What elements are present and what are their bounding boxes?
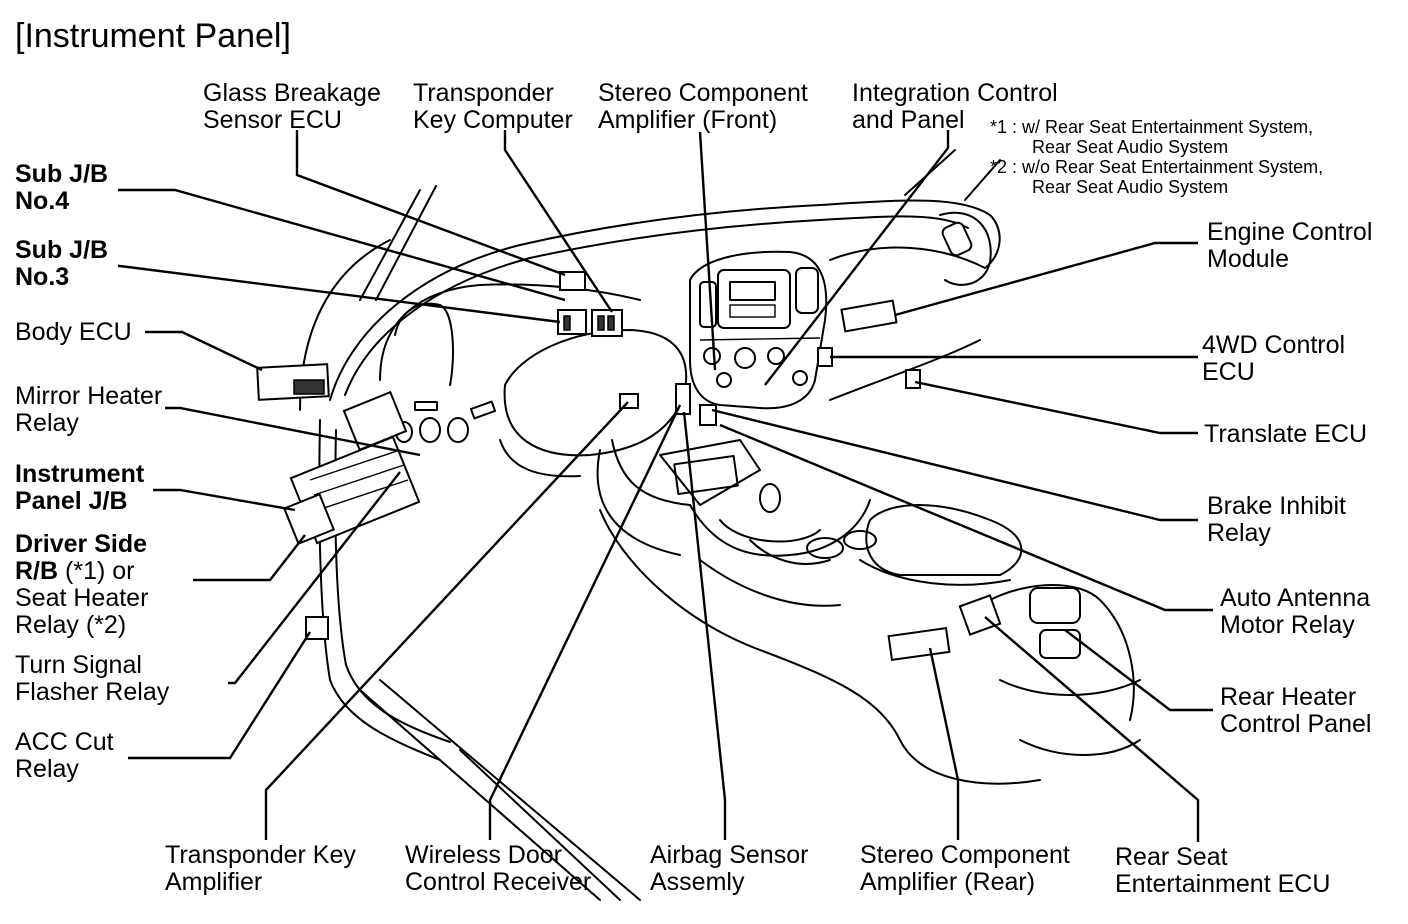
transponder-key-amp-part [619, 393, 639, 409]
label-transponder-key-computer: Transponder Key Computer [413, 79, 573, 134]
label-wireless-door: Wireless Door Control Receiver [405, 841, 591, 896]
label-turn-signal: Turn Signal Flasher Relay [15, 651, 170, 706]
label-body-ecu: Body ECU [15, 318, 132, 346]
brake-inhibit-part [699, 404, 717, 426]
note-2-line1: *2 : w/o Rear Seat Entertainment System, [990, 157, 1323, 177]
acc-cut-relay-part [305, 616, 329, 640]
label-airbag-sensor: Airbag Sensor Assemly [650, 841, 815, 896]
label-brake-inhibit: Brake Inhibit Relay [1207, 492, 1353, 547]
leader-lines [118, 130, 1213, 842]
label-instrument-panel-jb: Instrument Panel J/B [15, 460, 151, 515]
label-stereo-front: Stereo Component Amplifier (Front) [598, 79, 815, 134]
label-sub-jb4: Sub J/B No.4 [15, 160, 115, 215]
wd-control-part [817, 347, 833, 367]
footnotes: *1 : w/ Rear Seat Entertainment System, … [990, 117, 1323, 197]
label-rear-seat-ecu: Rear Seat Entertainment ECU [1115, 843, 1330, 898]
label-integration-control: Integration Control and Panel [852, 79, 1065, 134]
instrument-panel-jb-part [282, 390, 421, 546]
note-2-line2: Rear Seat Audio System [1032, 177, 1228, 197]
component-labels: Glass Breakage Sensor ECU Transponder Ke… [15, 79, 1379, 898]
engine-control-part [840, 299, 898, 333]
stereo-rear-part [887, 626, 951, 662]
label-glass-breakage: Glass Breakage Sensor ECU [203, 79, 388, 134]
label-mirror-heater: Mirror Heater Relay [15, 382, 169, 437]
note-1-line1: *1 : w/ Rear Seat Entertainment System, [990, 117, 1313, 137]
label-engine-control: Engine Control Module [1207, 218, 1379, 273]
translate-ecu-part [905, 369, 921, 389]
rear-seat-ecu-part [958, 594, 1002, 636]
label-acc-cut: ACC Cut Relay [15, 728, 121, 783]
label-auto-antenna: Auto Antenna Motor Relay [1220, 584, 1377, 639]
label-transponder-key-amp: Transponder Key Amplifier [165, 841, 363, 896]
sub-jb4-part [557, 309, 587, 335]
label-4wd-control: 4WD Control ECU [1202, 331, 1352, 386]
label-driver-side-rb: Driver Side R/B (*1) or Seat Heater Rela… [15, 530, 155, 639]
glass-breakage-part [559, 271, 586, 291]
diagram-title: [Instrument Panel] [15, 17, 291, 55]
label-sub-jb3: Sub J/B No.3 [15, 236, 115, 291]
transponder-key-computer-part [591, 309, 623, 337]
label-stereo-rear: Stereo Component Amplifier (Rear) [860, 841, 1077, 896]
component-parts [256, 271, 1002, 662]
label-rear-heater: Rear Heater Control Panel [1220, 683, 1371, 738]
dashboard-drawing [299, 149, 1141, 901]
note-1-line2: Rear Seat Audio System [1032, 137, 1228, 157]
label-translate-ecu: Translate ECU [1204, 420, 1367, 448]
